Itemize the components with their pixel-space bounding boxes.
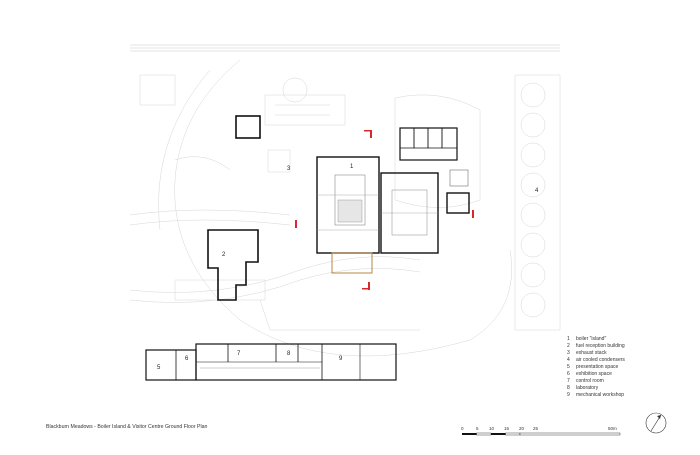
scale-bar: 0 5 10 15 20 25 50m [461, 426, 621, 436]
legend-text: air cooled condensers [576, 357, 625, 363]
legend-num: 8 [567, 385, 570, 391]
fuel-reception-building [207, 229, 259, 301]
room-label-3: 3 [287, 166, 291, 172]
scale-tick-5: 5 [476, 426, 479, 431]
scale-tick-15: 15 [504, 426, 510, 431]
room-label-6: 6 [185, 356, 189, 362]
auxiliary-building [446, 192, 470, 214]
legend-text: laboratory [576, 385, 599, 391]
legend-num: 2 [567, 343, 570, 349]
legend-item: 7 control room [567, 378, 625, 385]
room-label-7: 7 [237, 351, 241, 357]
scale-tick-20: 20 [519, 426, 525, 431]
legend-num: 6 [567, 371, 570, 377]
legend-text: exhibition space [576, 371, 612, 377]
boiler-island [316, 156, 380, 274]
substation-block [399, 127, 458, 161]
room-label-4: 4 [535, 188, 539, 194]
legend-item: 1 boiler "island" [567, 336, 625, 343]
legend-item: 9 mechanical workshop [567, 392, 625, 399]
scale-tick-25: 25 [533, 426, 539, 431]
legend-text: boiler "island" [576, 336, 607, 342]
legend-text: fuel reception building [576, 343, 625, 349]
site-road [130, 44, 560, 52]
legend-item: 6 exhibition space [567, 371, 625, 378]
room-label-2: 2 [222, 252, 226, 258]
legend-item: 3 exhaust stack [567, 350, 625, 357]
room-label-8: 8 [287, 351, 291, 357]
legend-text: control room [576, 378, 604, 384]
scale-end-label: 50m [608, 426, 617, 431]
room-label-1: 1 [350, 164, 354, 170]
legend-item: 5 presentation space [567, 364, 625, 371]
process-building [380, 172, 439, 254]
legend-num: 7 [567, 378, 570, 384]
legend: 1 boiler "island" 2 fuel reception buildin… [567, 336, 625, 399]
section-markers [295, 130, 474, 290]
legend-num: 4 [567, 357, 570, 363]
drawing-caption: Blackburn Meadows - Boiler Island & Visi… [46, 424, 208, 430]
legend-item: 8 laboratory [567, 385, 625, 392]
scale-tick-0: 0 [461, 426, 464, 431]
room-label-9: 9 [339, 356, 343, 362]
room-label-5: 5 [157, 365, 161, 371]
legend-num: 3 [567, 350, 570, 356]
legend-item: 2 fuel reception building [567, 343, 625, 350]
exhaust-stack-building [235, 115, 261, 139]
site-context [129, 59, 561, 357]
legend-num: 9 [567, 392, 570, 398]
legend-num: 5 [567, 364, 570, 370]
legend-item: 4 air cooled condensers [567, 357, 625, 364]
legend-text: mechanical workshop [576, 392, 625, 398]
legend-num: 1 [567, 336, 570, 342]
legend-text: exhaust stack [576, 350, 607, 356]
visitor-centre [145, 343, 397, 381]
north-arrow-icon [645, 412, 667, 434]
scale-tick-10: 10 [489, 426, 495, 431]
legend-text: presentation space [576, 364, 619, 370]
